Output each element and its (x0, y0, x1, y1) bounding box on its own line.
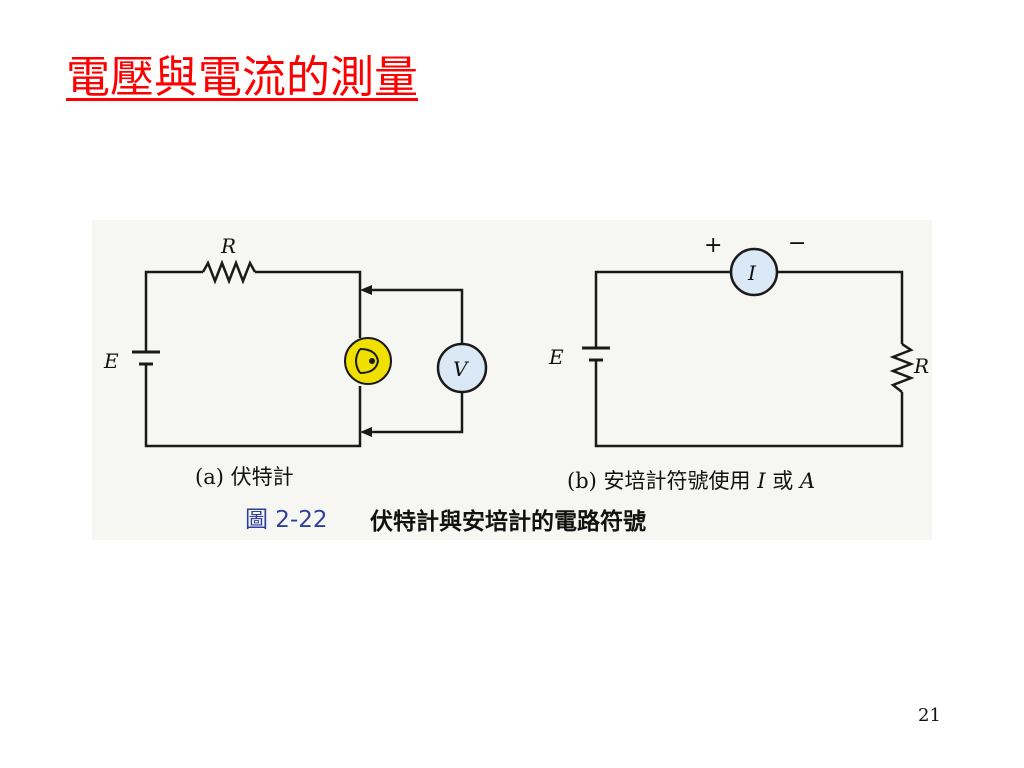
circuit-b-caption-or: 或 (772, 469, 794, 493)
circuit-a-lamp (344, 337, 392, 385)
circuit-a-top-wire-right (255, 270, 362, 338)
circuit-b-caption: (b) 安培計符號使用 I 或 A (567, 465, 815, 495)
circuit-a (132, 259, 488, 448)
circuit-a-arrow-top (360, 285, 372, 295)
circuit-a-top-wire (144, 270, 203, 352)
circuit-b-caption-a: A (799, 469, 816, 493)
circuit-b-source-label: E (548, 345, 564, 369)
circuit-b (582, 247, 915, 448)
circuit-b-caption-prefix: (b) 安培計符號使用 (567, 469, 751, 493)
circuit-b-right-bottom-wire (594, 368, 904, 448)
circuit-b-resistor-label: R (913, 354, 929, 378)
circuit-b-left-top-wire (594, 270, 731, 348)
circuit-a-voltmeter-branch-top (366, 288, 464, 344)
figure-number: 圖 2-22 (245, 507, 328, 533)
circuit-a-arrow-bottom (360, 427, 372, 437)
circuit-a-voltmeter-label: V (453, 357, 470, 381)
circuit-b-right-top-wire (777, 270, 904, 344)
figure-title: 伏特計與安培計的電路符號 (370, 509, 646, 535)
circuit-b-caption-i: I (757, 469, 766, 493)
circuit-a-voltmeter (436, 342, 488, 394)
circuit-a-lamp-filament (355, 348, 380, 374)
circuit-a-resistor-label: R (220, 234, 236, 258)
page-number: 21 (918, 705, 941, 726)
circuit-a-voltmeter-branch-bottom (366, 392, 464, 434)
circuit-a-resistor (201, 259, 257, 285)
slide-title: 電壓與電流的測量 (66, 52, 418, 103)
circuit-a-source-label: E (103, 349, 119, 373)
circuit-a-bottom-wire (144, 372, 362, 448)
circuit-b-ammeter-label: I (747, 261, 757, 285)
circuit-b-minus-sign: − (788, 231, 806, 256)
circuit-b-resistor (889, 342, 915, 393)
circuit-a-caption: (a) 伏特計 (195, 465, 294, 489)
circuit-b-plus-sign: + (704, 233, 722, 258)
